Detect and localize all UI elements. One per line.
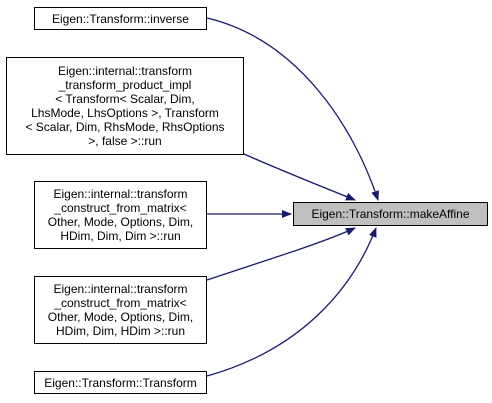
node-construct-from-matrix-hdim-run[interactable]: Eigen::internal::transform _construct_fr…: [34, 276, 207, 344]
edge-transform-product-impl: [243, 153, 356, 201]
node-transform-product-impl-run[interactable]: Eigen::internal::transform _transform_pr…: [6, 57, 244, 155]
node-transform-inverse[interactable]: Eigen::Transform::inverse: [34, 7, 207, 30]
edge-inverse: [206, 17, 379, 201]
edge-construct-hdim: [206, 227, 356, 281]
node-label: Eigen::Transform::Transform: [44, 375, 197, 390]
node-make-affine: Eigen::Transform::makeAffine: [293, 202, 488, 226]
node-label: Eigen::Transform::makeAffine: [311, 207, 470, 221]
node-construct-from-matrix-dim-run[interactable]: Eigen::internal::transform _construct_fr…: [34, 181, 207, 249]
node-label: Eigen::internal::transform _transform_pr…: [25, 64, 225, 148]
node-label: Eigen::internal::transform _construct_fr…: [47, 187, 194, 243]
node-transform-constructor[interactable]: Eigen::Transform::Transform: [34, 371, 207, 394]
edge-transform-ctor: [206, 227, 377, 377]
node-label: Eigen::Transform::inverse: [52, 11, 189, 26]
node-label: Eigen::internal::transform _construct_fr…: [47, 282, 194, 338]
